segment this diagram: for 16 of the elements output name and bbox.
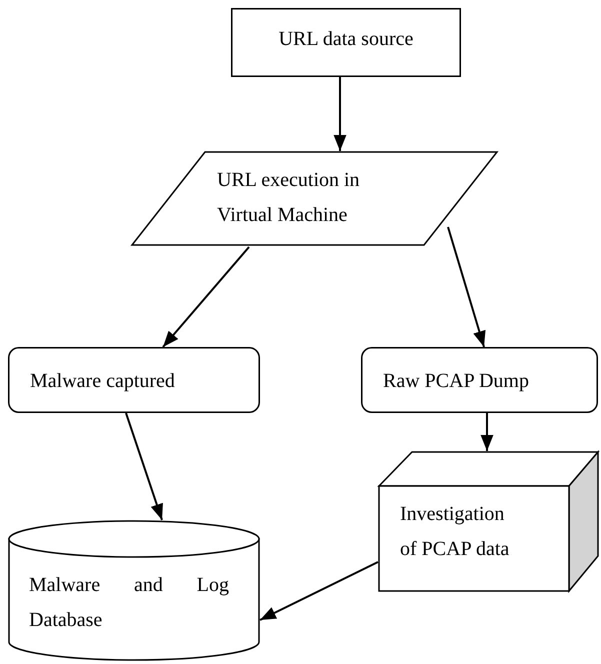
arrow bbox=[447, 226, 486, 348]
parallelogram-shape bbox=[131, 151, 498, 246]
arrow bbox=[334, 77, 346, 151]
node-text: Malware and Log Database bbox=[29, 573, 229, 633]
database-cylinder bbox=[8, 520, 260, 660]
rounded-box bbox=[361, 347, 598, 413]
rounded-box bbox=[8, 347, 260, 413]
node-text: URL data source bbox=[278, 27, 414, 52]
arrow bbox=[125, 412, 163, 520]
arrow bbox=[480, 413, 494, 451]
node-text: URL execution in Virtual Machine bbox=[217, 168, 361, 228]
arrow bbox=[260, 561, 378, 621]
process-box bbox=[231, 8, 461, 77]
node-text: Raw PCAP Dump bbox=[383, 369, 530, 394]
arrow bbox=[162, 246, 250, 348]
node-text: Malware captured bbox=[30, 369, 176, 394]
